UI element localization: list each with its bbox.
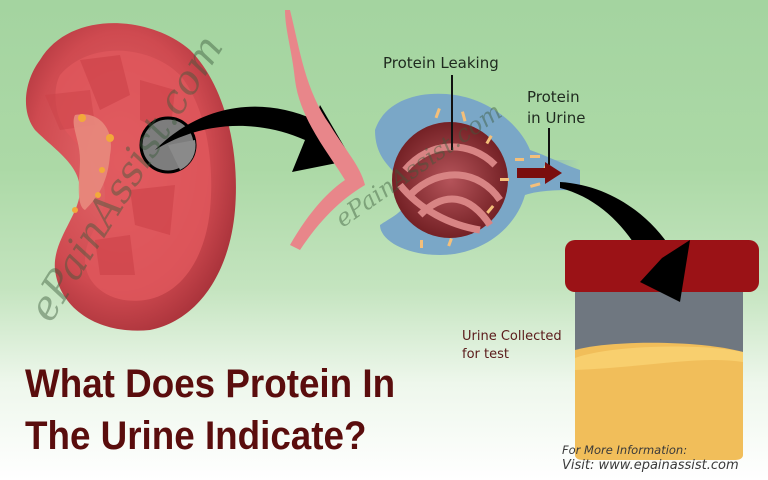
page-title: What Does Protein In The Urine Indicate?	[25, 358, 395, 462]
urine-collected-line1: Urine Collected	[462, 329, 562, 344]
small-arrow	[517, 162, 562, 184]
title-line1: What Does Protein In	[25, 362, 396, 406]
kidney-illustration	[25, 23, 236, 331]
urine-collected-line2: for test	[462, 347, 509, 362]
arrow-kidney-to-glomerulus	[155, 105, 352, 172]
protein-in-urine-line2: in Urine	[527, 109, 586, 127]
protein-in-urine-line1: Protein	[527, 88, 580, 106]
urine-container-illustration	[565, 240, 759, 460]
title-line2: The Urine Indicate?	[25, 414, 367, 458]
blood-vessel	[285, 10, 365, 250]
more-info-text: For More Information:	[562, 443, 688, 457]
urine-collected-label: Urine Collected for test	[462, 328, 562, 364]
glomerulus-illustration	[375, 75, 580, 255]
website-link[interactable]: Visit: www.epainassist.com	[562, 458, 739, 473]
footer-info: For More Information: Visit: www.epainas…	[562, 443, 739, 473]
protein-leaking-label: Protein Leaking	[383, 54, 499, 72]
protein-in-urine-label: Protein in Urine	[527, 87, 586, 129]
